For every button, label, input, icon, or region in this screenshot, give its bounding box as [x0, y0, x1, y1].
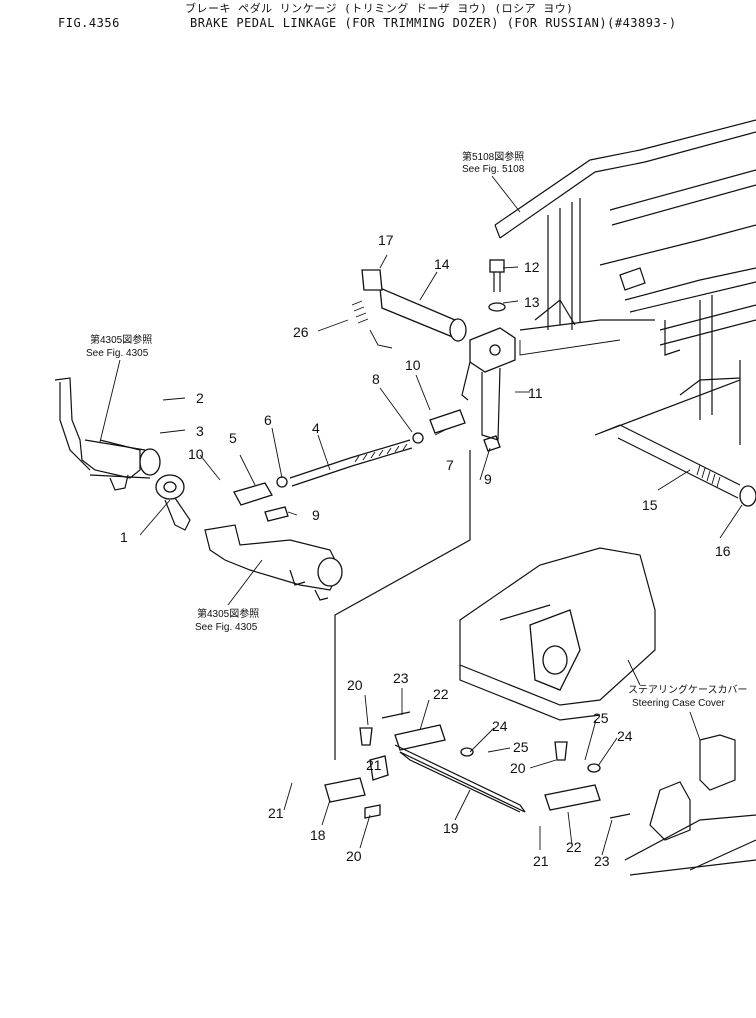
bracket-11	[461, 327, 516, 441]
ref-fig5108-en: See Fig. 5108	[462, 164, 525, 175]
part-label-12: 12	[524, 259, 540, 275]
part-label-22b: 22	[566, 839, 582, 855]
part-label-23a: 23	[393, 670, 409, 686]
title-japanese: ブレーキ ペダル リンケージ (トリミング ドーザ ヨウ) (ロシア ヨウ)	[185, 2, 574, 15]
part-label-5: 5	[229, 430, 237, 446]
ref-fig5108-jp: 第5108図参照	[462, 150, 524, 163]
part-label-26: 26	[293, 324, 309, 340]
lower-linkage	[324, 711, 756, 876]
bolt-12	[488, 259, 506, 312]
ref-fig4305b-en: See Fig. 4305	[195, 622, 258, 633]
part-label-17: 17	[378, 232, 394, 248]
part-label-4: 4	[312, 420, 320, 436]
ref-fig4305b-jp: 第4305図参照	[197, 607, 259, 620]
part-numbers: 2 3 4 5 6 8 10 10 7 9 9 11 12 13 14 15 1…	[120, 232, 731, 869]
part-label-20a: 20	[347, 677, 363, 693]
pedal-arm-lower	[204, 524, 343, 601]
part-label-8: 8	[372, 371, 380, 387]
part-label-1: 1	[120, 529, 128, 545]
part-label-19: 19	[443, 820, 459, 836]
reference-notes: 第5108図参照 See Fig. 5108 第4305図参照 See Fig.…	[86, 150, 748, 741]
part-label-13: 13	[524, 294, 540, 310]
part-label-2: 2	[196, 390, 204, 406]
shaft-15	[594, 379, 756, 507]
part-label-24a: 24	[492, 718, 508, 734]
part-label-10a: 10	[405, 357, 421, 373]
frame-assembly	[494, 119, 756, 445]
ref-steering-jp: ステアリングケースカバー	[628, 683, 748, 696]
rod-assembly	[233, 409, 501, 522]
part-label-22a: 22	[433, 686, 449, 702]
part-label-14: 14	[434, 256, 450, 272]
part-label-25b: 25	[593, 710, 609, 726]
ref-fig4305a-en: See Fig. 4305	[86, 348, 149, 359]
part-label-18: 18	[310, 827, 326, 843]
part-label-21a: 21	[366, 757, 382, 773]
part-label-7: 7	[446, 457, 454, 473]
part-1-lever	[155, 474, 191, 531]
part-label-9b: 9	[312, 507, 320, 523]
part-label-21b: 21	[268, 805, 284, 821]
part-label-15: 15	[642, 497, 658, 513]
part-label-16: 16	[715, 543, 731, 559]
part-label-23b: 23	[594, 853, 610, 869]
part-label-6: 6	[264, 412, 272, 428]
figure-number: FIG.4356	[58, 16, 120, 30]
part-label-11: 11	[528, 385, 543, 401]
pedal-arm-upper	[54, 377, 161, 491]
leader-lines	[139, 254, 743, 856]
title-english: BRAKE PEDAL LINKAGE (FOR TRIMMING DOZER)…	[190, 16, 677, 30]
part-label-21c: 21	[533, 853, 549, 869]
ref-fig4305a-jp: 第4305図参照	[90, 333, 152, 346]
part-label-24b: 24	[617, 728, 633, 744]
part-label-3: 3	[196, 423, 204, 439]
tube-14	[351, 269, 467, 349]
link-line	[334, 450, 471, 760]
ref-steering-en: Steering Case Cover	[632, 698, 725, 709]
part-label-20c: 20	[510, 760, 526, 776]
part-label-20b: 20	[346, 848, 362, 864]
part-label-9a: 9	[484, 471, 492, 487]
part-label-10b: 10	[188, 446, 204, 462]
steering-case-cover	[459, 547, 656, 721]
part-label-25a: 25	[513, 739, 529, 755]
